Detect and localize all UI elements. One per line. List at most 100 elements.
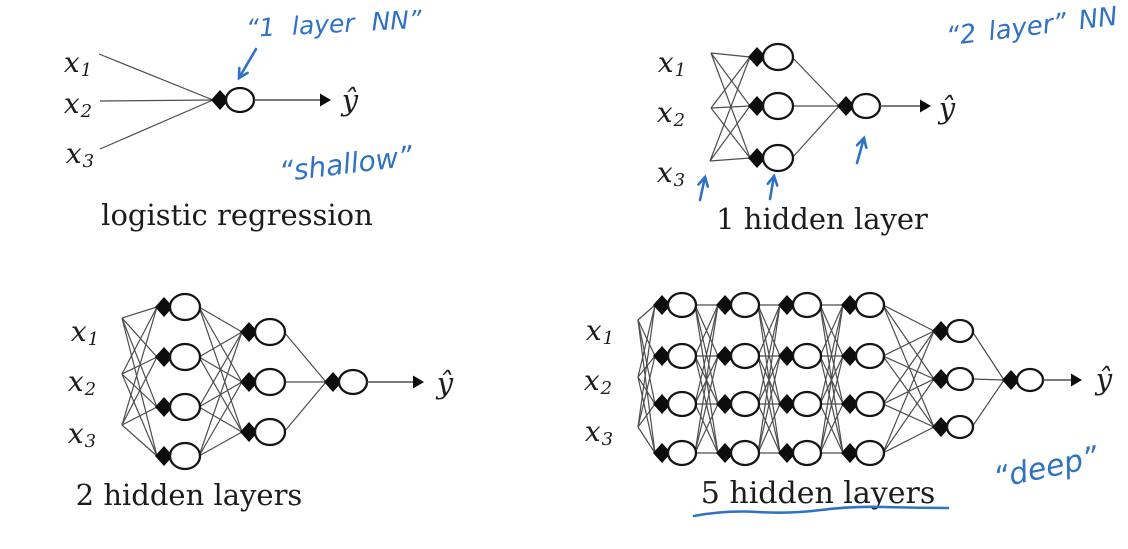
- connection-edge: [882, 330, 935, 405]
- diamond-arrowhead-icon: [932, 369, 950, 389]
- neuron-node: [337, 368, 369, 396]
- diamond-arrowhead-icon: [748, 47, 766, 67]
- diamond-arrowhead-icon: [778, 346, 796, 366]
- edge-lines: [637, 304, 1005, 454]
- connection-edge: [819, 304, 844, 357]
- connection-edge: [283, 331, 327, 383]
- neuron-node: [854, 439, 886, 467]
- neuron-node: [168, 392, 202, 422]
- diamond-arrowhead-icon: [716, 443, 734, 463]
- input-label-subscript: 3: [85, 431, 96, 452]
- connection-edge: [791, 56, 840, 107]
- output-label-yhat: ŷ: [435, 366, 454, 400]
- input-label-base: x: [66, 137, 82, 170]
- input-label-subscript: 3: [602, 429, 613, 450]
- neuron-node: [168, 342, 202, 372]
- diamond-arrowhead-icon: [716, 394, 734, 414]
- arrow-head: [766, 173, 779, 187]
- diamond-arrowhead-icon: [240, 422, 258, 442]
- input-label-subscript: 2: [80, 101, 92, 122]
- connection-edge: [637, 319, 656, 357]
- neuron-node: [850, 92, 882, 120]
- connection-edge: [694, 304, 719, 405]
- connection-edge: [121, 373, 158, 457]
- connection-edge: [98, 53, 214, 101]
- connection-edge: [637, 403, 656, 428]
- connection-edge: [971, 330, 1005, 381]
- connection-edge: [637, 304, 656, 378]
- neuron-node: [761, 42, 795, 72]
- neuron-node: [761, 143, 795, 173]
- diamond-arrowhead-icon: [324, 372, 342, 392]
- connection-edge: [709, 157, 751, 162]
- connection-edge: [121, 406, 158, 426]
- connection-edge: [99, 99, 214, 102]
- connection-edge: [710, 52, 751, 58]
- caption-one-hidden-layer: 1 hidden layer: [716, 202, 928, 236]
- input-label-x3: x3: [585, 415, 613, 450]
- output-label-yhat: ŷ: [937, 91, 956, 125]
- connection-edge: [882, 304, 935, 332]
- connection-edge: [198, 331, 243, 457]
- neuron-node: [729, 390, 761, 418]
- caption-logistic-regression: logistic regression: [101, 198, 373, 232]
- diamond-arrowhead-icon: [748, 148, 766, 168]
- neuron-node: [854, 342, 886, 370]
- connection-edge: [819, 304, 844, 454]
- neuron-node: [854, 291, 886, 319]
- input-label-x1: x1: [64, 46, 92, 81]
- arrow-shaft: [698, 175, 707, 202]
- neuron-node: [791, 342, 823, 370]
- input-label-base: x: [64, 46, 80, 79]
- connection-edge: [121, 317, 158, 408]
- input-label-base: x: [586, 314, 602, 347]
- connection-edge: [757, 403, 781, 454]
- diamond-arrowhead-icon: [155, 446, 173, 466]
- input-label-base: x: [657, 156, 673, 189]
- input-label-subscript: 2: [84, 379, 96, 400]
- connection-edge: [121, 306, 158, 375]
- connection-edge: [882, 330, 935, 357]
- connection-edge: [198, 431, 243, 457]
- handwritten-underline: [692, 505, 950, 518]
- connection-edge: [882, 330, 935, 454]
- connection-edge: [882, 304, 935, 380]
- neuron-node: [761, 91, 795, 121]
- diamond-arrowhead-icon: [716, 295, 734, 315]
- neuron-node: [945, 414, 975, 440]
- connection-edge: [198, 331, 243, 408]
- connection-edge: [819, 355, 844, 454]
- connection-edge: [971, 378, 1005, 381]
- handwritten-note: “shallow”: [277, 139, 415, 188]
- diamond-arrowhead-icon: [653, 295, 671, 315]
- diamond-arrowhead-icon: [716, 346, 734, 366]
- connection-edge: [637, 304, 656, 321]
- connection-edge: [882, 426, 935, 454]
- connection-edge: [121, 306, 158, 319]
- input-label-x2: x2: [657, 96, 685, 131]
- neuron-node: [224, 86, 256, 114]
- connection-edge: [757, 304, 781, 405]
- diamond-arrowhead-icon: [837, 96, 855, 116]
- diamond-arrowhead-icon: [748, 96, 766, 116]
- input-label-x1: x1: [71, 315, 99, 350]
- input-label-subscript: 3: [674, 170, 685, 191]
- connection-edge: [121, 356, 158, 426]
- handwritten-arrow-icon: [697, 174, 710, 202]
- connection-edge: [198, 306, 243, 333]
- diamond-arrowhead-icon: [778, 394, 796, 414]
- input-label-subscript: 3: [83, 151, 94, 172]
- edge-lines: [98, 53, 214, 150]
- diamond-arrowhead-icon: [653, 346, 671, 366]
- neuron-node: [854, 390, 886, 418]
- caption-five-hidden-layers: 5 hidden layers: [701, 476, 935, 511]
- neuron-node: [253, 317, 287, 347]
- connection-edge: [198, 331, 243, 358]
- diamond-arrowhead-icon: [155, 297, 173, 317]
- connection-edge: [757, 304, 781, 357]
- input-label-base: x: [68, 365, 84, 398]
